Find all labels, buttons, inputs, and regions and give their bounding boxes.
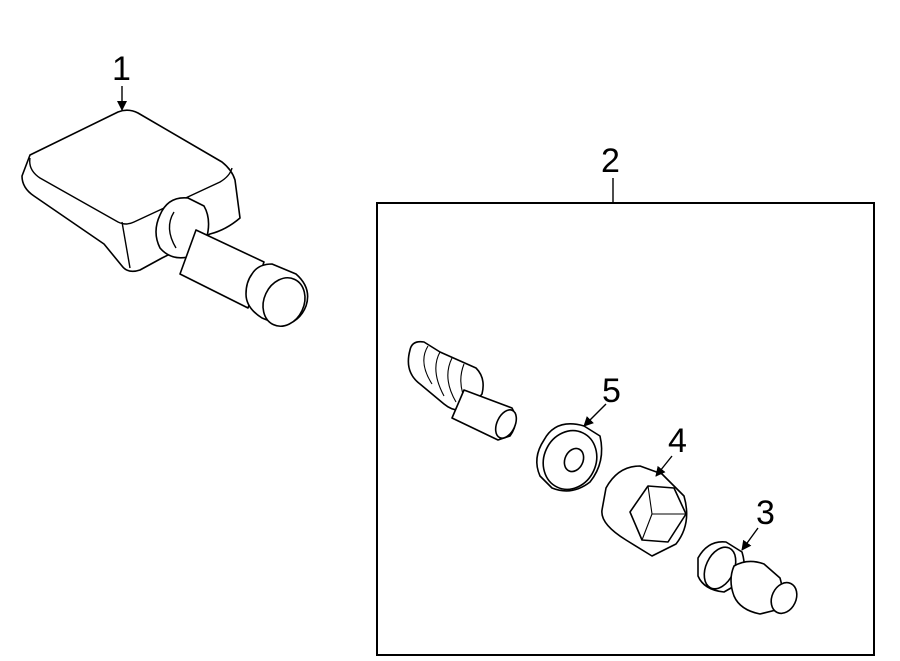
callout-2-label: 2 [601,142,620,180]
callout-5-arrow [583,403,607,427]
callout-4-label: 4 [668,422,687,460]
valve-core [407,340,518,441]
callout-3-arrow [741,527,759,551]
callout-4-arrow [655,455,673,477]
tpms-sensor: 1 [21,50,309,327]
callout-3-label: 3 [756,494,775,532]
kit-frame [376,202,875,656]
callout-1-label: 1 [112,50,131,88]
hex-nut [601,465,688,557]
callout-5-label: 5 [602,372,621,410]
washer [536,423,603,492]
valve-kit: 2 5 4 [376,142,875,656]
valve-cap [697,541,798,615]
